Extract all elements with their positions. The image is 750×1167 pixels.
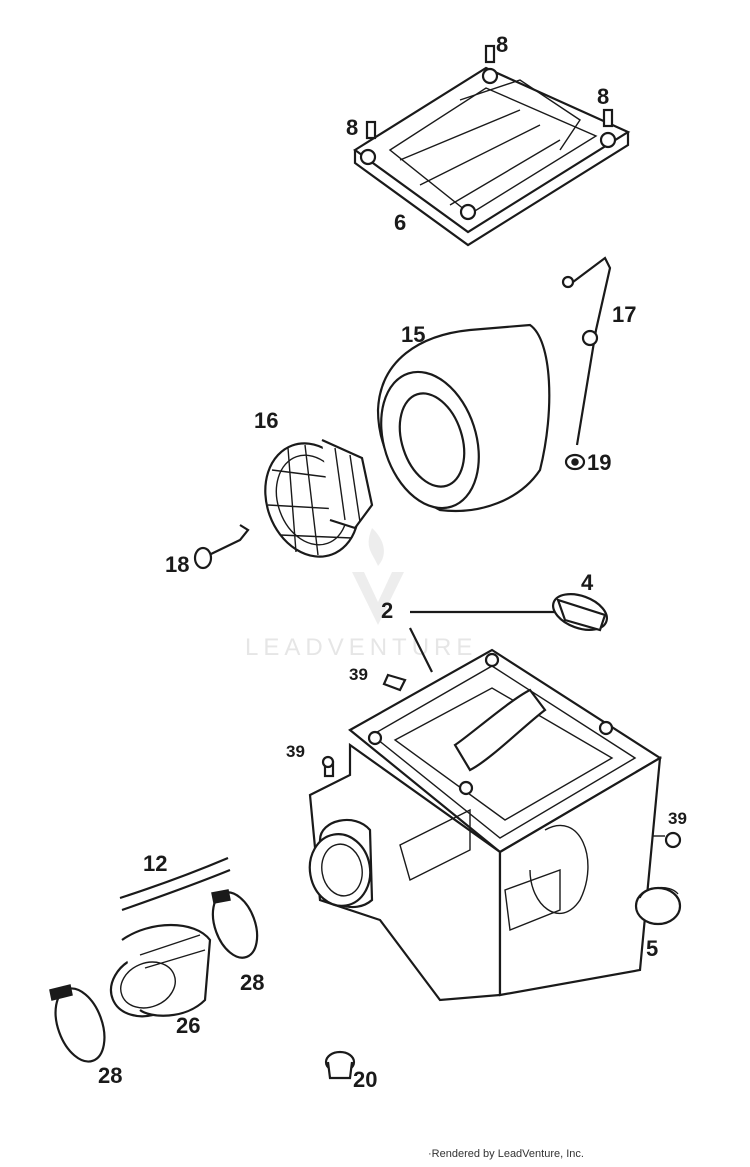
- callout-19: 19: [587, 450, 611, 475]
- part-8-screws[interactable]: [365, 44, 614, 140]
- callout-5: 5: [646, 936, 658, 961]
- watermark-text: LEADVENTURE: [245, 634, 477, 661]
- part-20-drain-plug[interactable]: [324, 1050, 356, 1080]
- part-17-wire-clip[interactable]: [561, 256, 612, 446]
- callout-15: 15: [401, 322, 425, 347]
- part-6-cover[interactable]: [353, 66, 631, 247]
- rendered-by-footer: ·Rendered by LeadVenture, Inc.: [428, 1148, 584, 1160]
- part-16-filter-cage[interactable]: [250, 430, 374, 570]
- callout-39: 39: [349, 665, 368, 684]
- part-18-clip-pin[interactable]: [193, 524, 250, 570]
- leadventure-watermark: LEADVENTURE: [245, 528, 477, 661]
- callout-26: 26: [176, 1013, 200, 1038]
- part-4-plug[interactable]: [548, 587, 612, 636]
- part-39-screws[interactable]: [321, 673, 682, 849]
- callout-39: 39: [286, 742, 305, 761]
- part-5-plug-cap[interactable]: [634, 886, 682, 926]
- callout-8: 8: [346, 115, 358, 140]
- callout-8: 8: [496, 32, 508, 57]
- part-26-intake-boot[interactable]: [102, 924, 212, 1027]
- callout-6: 6: [394, 210, 406, 235]
- callout-28: 28: [240, 970, 264, 995]
- callout-12: 12: [143, 851, 167, 876]
- callout-18: 18: [165, 552, 189, 577]
- callout-20: 20: [353, 1067, 377, 1092]
- part-12-hose[interactable]: [119, 856, 231, 912]
- part-2-air-box[interactable]: [304, 627, 663, 1002]
- callout-28: 28: [98, 1063, 122, 1088]
- callout-17: 17: [612, 302, 636, 327]
- part-15-filter-element[interactable]: [365, 323, 551, 521]
- part-28-clamps[interactable]: [46, 886, 265, 1068]
- callout-39: 39: [668, 809, 687, 828]
- callout-16: 16: [254, 408, 278, 433]
- callout-4: 4: [581, 570, 594, 595]
- callout-8: 8: [597, 84, 609, 109]
- callout-2: 2: [381, 598, 393, 623]
- part-19-nut[interactable]: [564, 453, 586, 471]
